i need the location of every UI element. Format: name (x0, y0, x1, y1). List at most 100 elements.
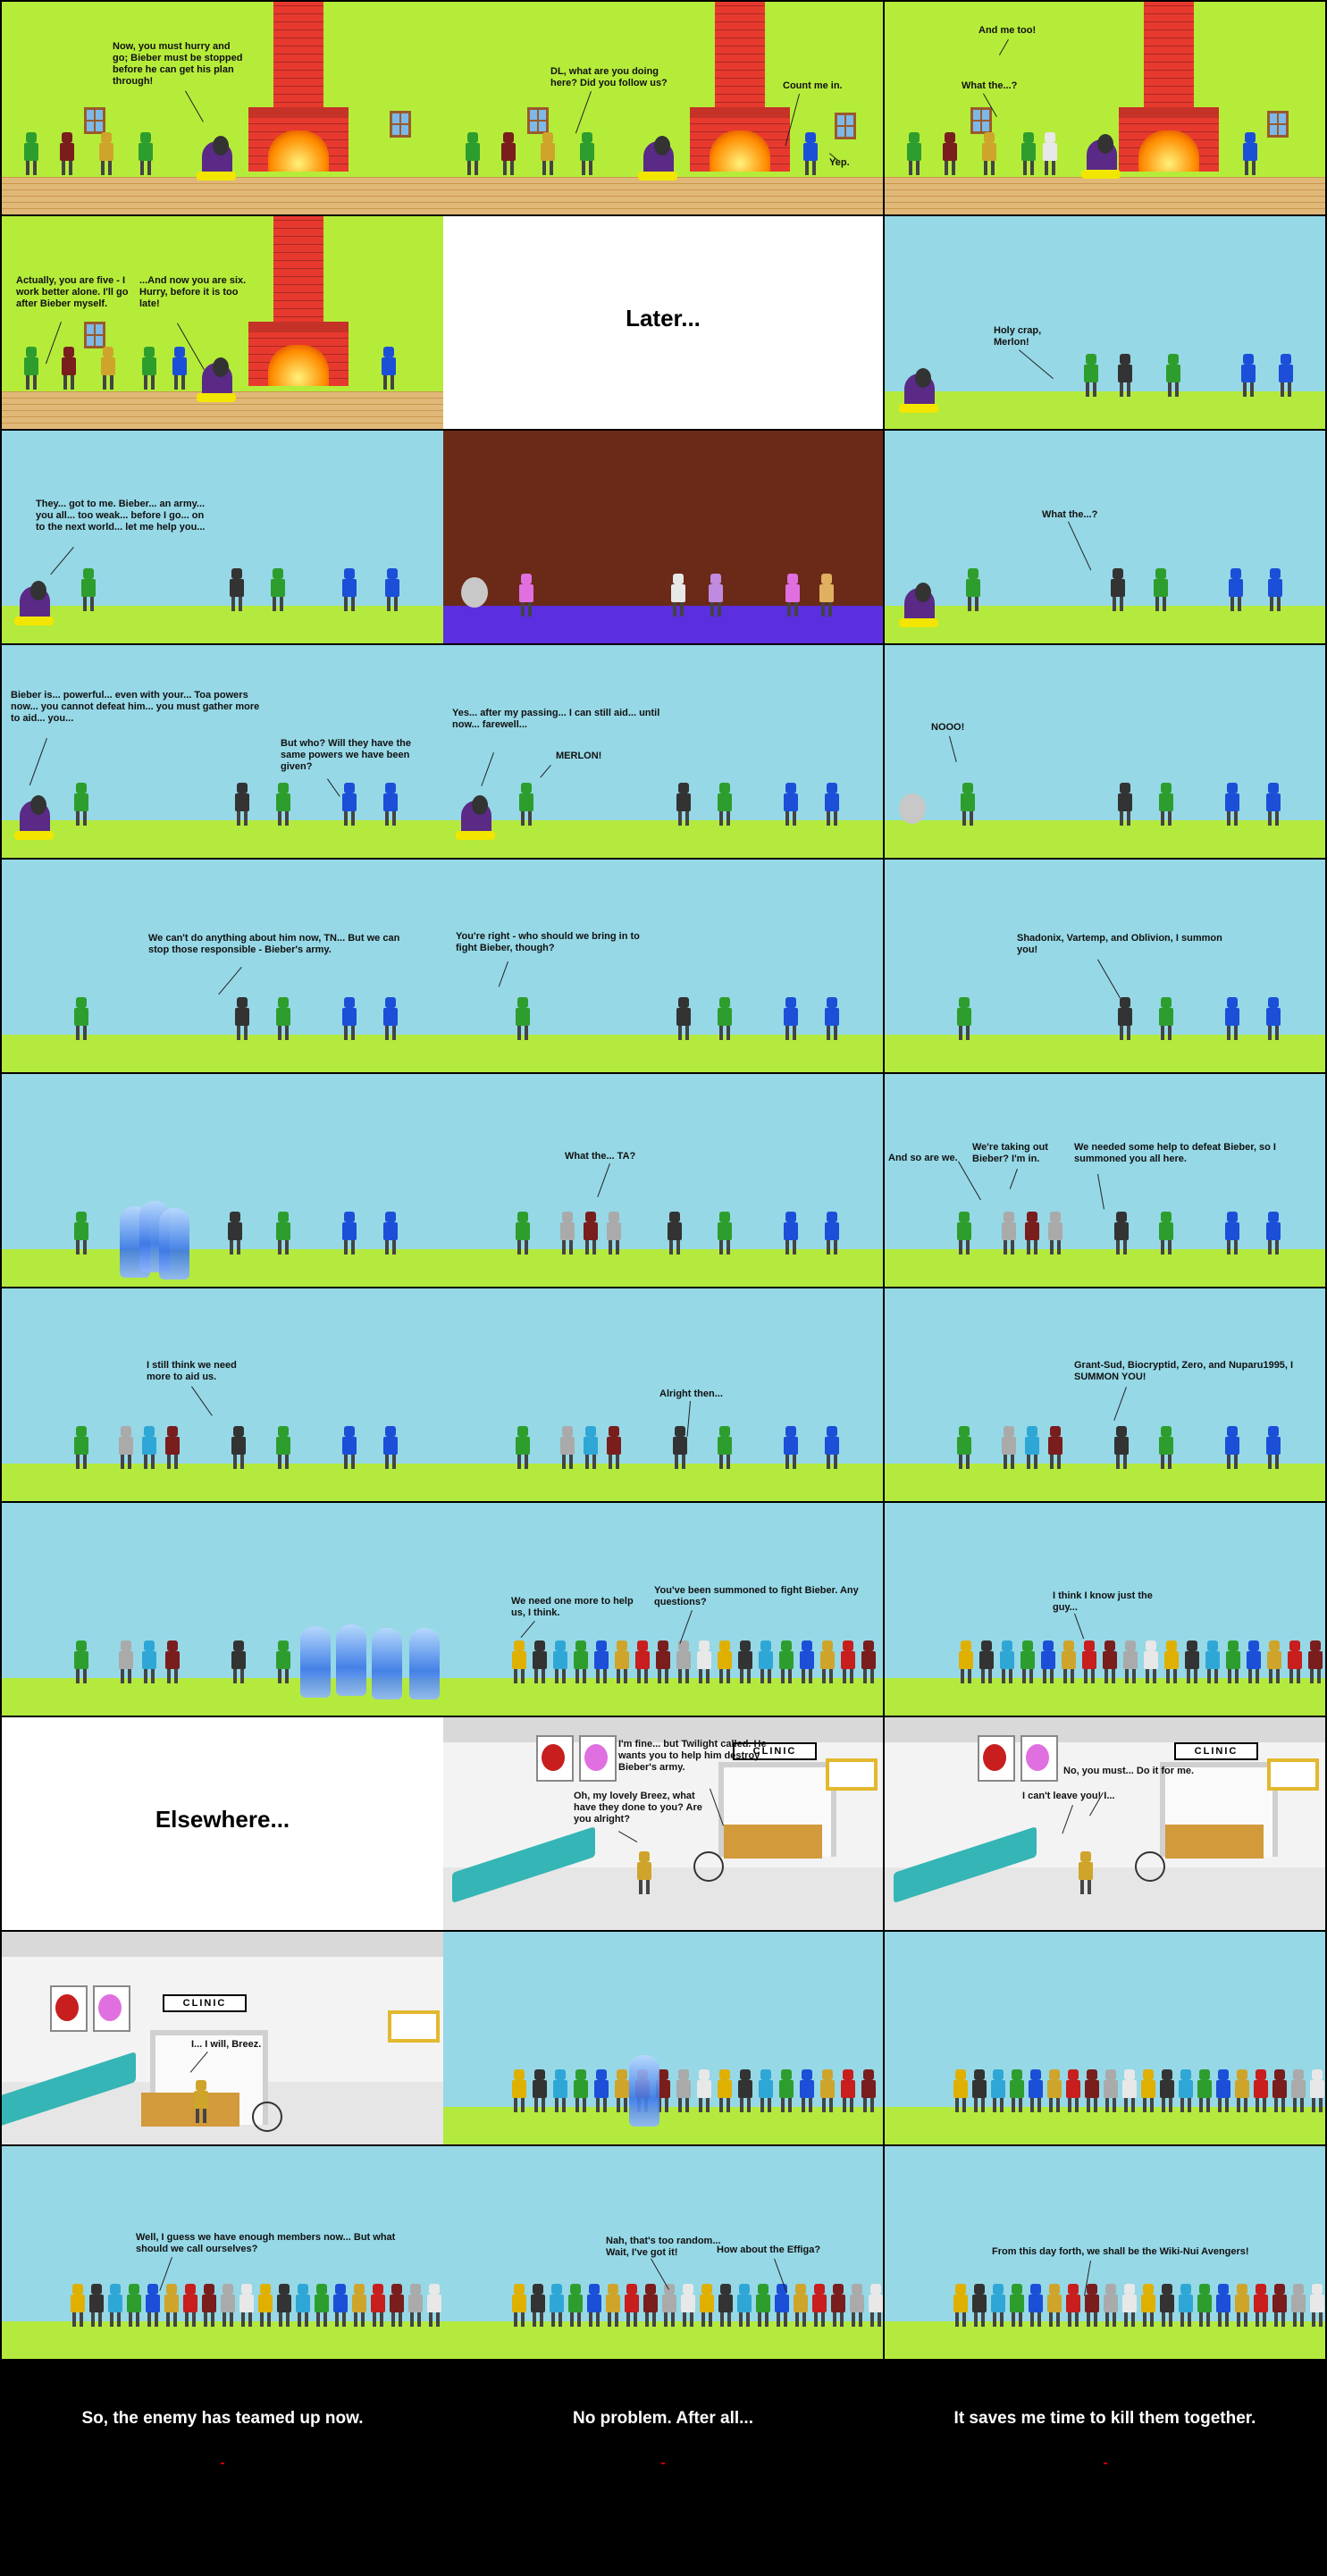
character-figure (783, 1426, 799, 1469)
character-figure (1159, 2069, 1175, 2112)
figure-legs (974, 2098, 985, 2112)
character-figure (655, 1640, 671, 1683)
figure-body (697, 1651, 711, 1669)
figure-head (1116, 1426, 1127, 1437)
figure-body (239, 2295, 254, 2312)
figure-legs (1161, 1240, 1172, 1254)
figure-legs (760, 2098, 771, 2112)
figure-body (142, 1651, 156, 1669)
figure-legs (821, 602, 832, 617)
figure-body (1118, 793, 1132, 811)
cloaked-wizard (638, 136, 677, 182)
figure-head (827, 1426, 837, 1437)
figure-head (1228, 1640, 1239, 1651)
figure-legs (1104, 1669, 1115, 1683)
character-figure (990, 2284, 1006, 2327)
character-figure (382, 997, 399, 1040)
figure-body (953, 2080, 968, 2098)
figure-body (738, 1651, 752, 1669)
figure-head (827, 783, 837, 793)
figure-legs (1087, 2312, 1097, 2327)
figure-head (354, 2284, 365, 2295)
visitor-figure (1078, 1851, 1094, 1894)
character-figure (73, 1640, 89, 1683)
figure-legs (72, 2312, 83, 2327)
figure-legs (316, 2312, 327, 2327)
fireplace-fire (1138, 130, 1199, 172)
figure-legs (121, 1455, 131, 1469)
figure-legs (344, 1026, 355, 1040)
figure-body (276, 793, 290, 811)
figure-head (802, 2069, 812, 2080)
figure-body (1025, 1222, 1039, 1240)
character-figure (737, 1640, 753, 1683)
figure-head (993, 2284, 1004, 2295)
figure-legs (1243, 382, 1254, 397)
cloaked-wizard (14, 795, 54, 842)
figure-head (335, 2284, 346, 2295)
figure-legs (1274, 2098, 1285, 2112)
character-figure (172, 347, 188, 390)
wizard-trim (456, 831, 495, 840)
figure-legs (233, 1455, 244, 1469)
character-figure (1046, 2284, 1062, 2327)
figure-head (1199, 2069, 1210, 2080)
figure-legs (814, 2312, 825, 2327)
figure-legs (26, 161, 37, 175)
character-figure (1140, 2284, 1156, 2327)
figure-legs (609, 1455, 619, 1469)
figure-body (1154, 579, 1168, 597)
figure-body (194, 2091, 208, 2109)
figure-legs (562, 1240, 573, 1254)
character-figure (965, 568, 981, 611)
character-figure (351, 2284, 367, 2327)
figure-body (427, 2295, 441, 2312)
character-figure (799, 2069, 815, 2112)
character-figure (275, 1212, 291, 1254)
figure-head (760, 1640, 771, 1651)
figure-head (596, 2069, 607, 2080)
character-figure (382, 783, 399, 826)
figure-body (1179, 2295, 1193, 2312)
wizard-hood (213, 136, 229, 155)
character-figure (1225, 1640, 1241, 1683)
speech-bubble: We're taking out Bieber? I'm in. (972, 1142, 1048, 1164)
figure-body (718, 793, 732, 811)
character-figure (1290, 2284, 1306, 2327)
figure-body (1041, 1651, 1055, 1669)
figure-body (1082, 1651, 1096, 1669)
character-figure (515, 1212, 531, 1254)
figure-legs (1268, 1240, 1279, 1254)
speech-bubble: Oh, my lovely Breez, what have they done… (574, 1791, 702, 1825)
figure-body (718, 1008, 732, 1026)
figure-legs (961, 1669, 971, 1683)
figure-legs (298, 2312, 308, 2327)
figure-legs (658, 2098, 668, 2112)
figure-legs (129, 2312, 139, 2327)
figure-body (512, 2080, 526, 2098)
figure-body (718, 1222, 732, 1240)
speech-bubble: DL, what are you doing here? Did you fol… (550, 66, 668, 88)
figure-body (1047, 2295, 1062, 2312)
clinic-sign: CLINIC (1174, 1742, 1258, 1760)
figure-head (562, 1212, 573, 1222)
figure-body (825, 1008, 839, 1026)
figure-head (562, 1426, 573, 1437)
figure-legs (827, 1240, 837, 1254)
figure-legs (1187, 1669, 1197, 1683)
figure-body (594, 2080, 609, 2098)
figure-body (991, 2295, 1005, 2312)
character-figure (382, 1212, 399, 1254)
figure-legs (699, 2098, 710, 2112)
figure-legs (719, 1240, 730, 1254)
figure-head (1289, 1640, 1300, 1651)
window (970, 107, 992, 134)
speech-tail (679, 1610, 693, 1644)
character-figure (138, 132, 154, 175)
figure-body (1272, 2080, 1287, 2098)
figure-body (512, 2295, 526, 2312)
figure-body (681, 2295, 695, 2312)
notice-board (388, 2010, 440, 2043)
character-figure (1197, 2284, 1213, 2327)
figure-legs (785, 1455, 796, 1469)
